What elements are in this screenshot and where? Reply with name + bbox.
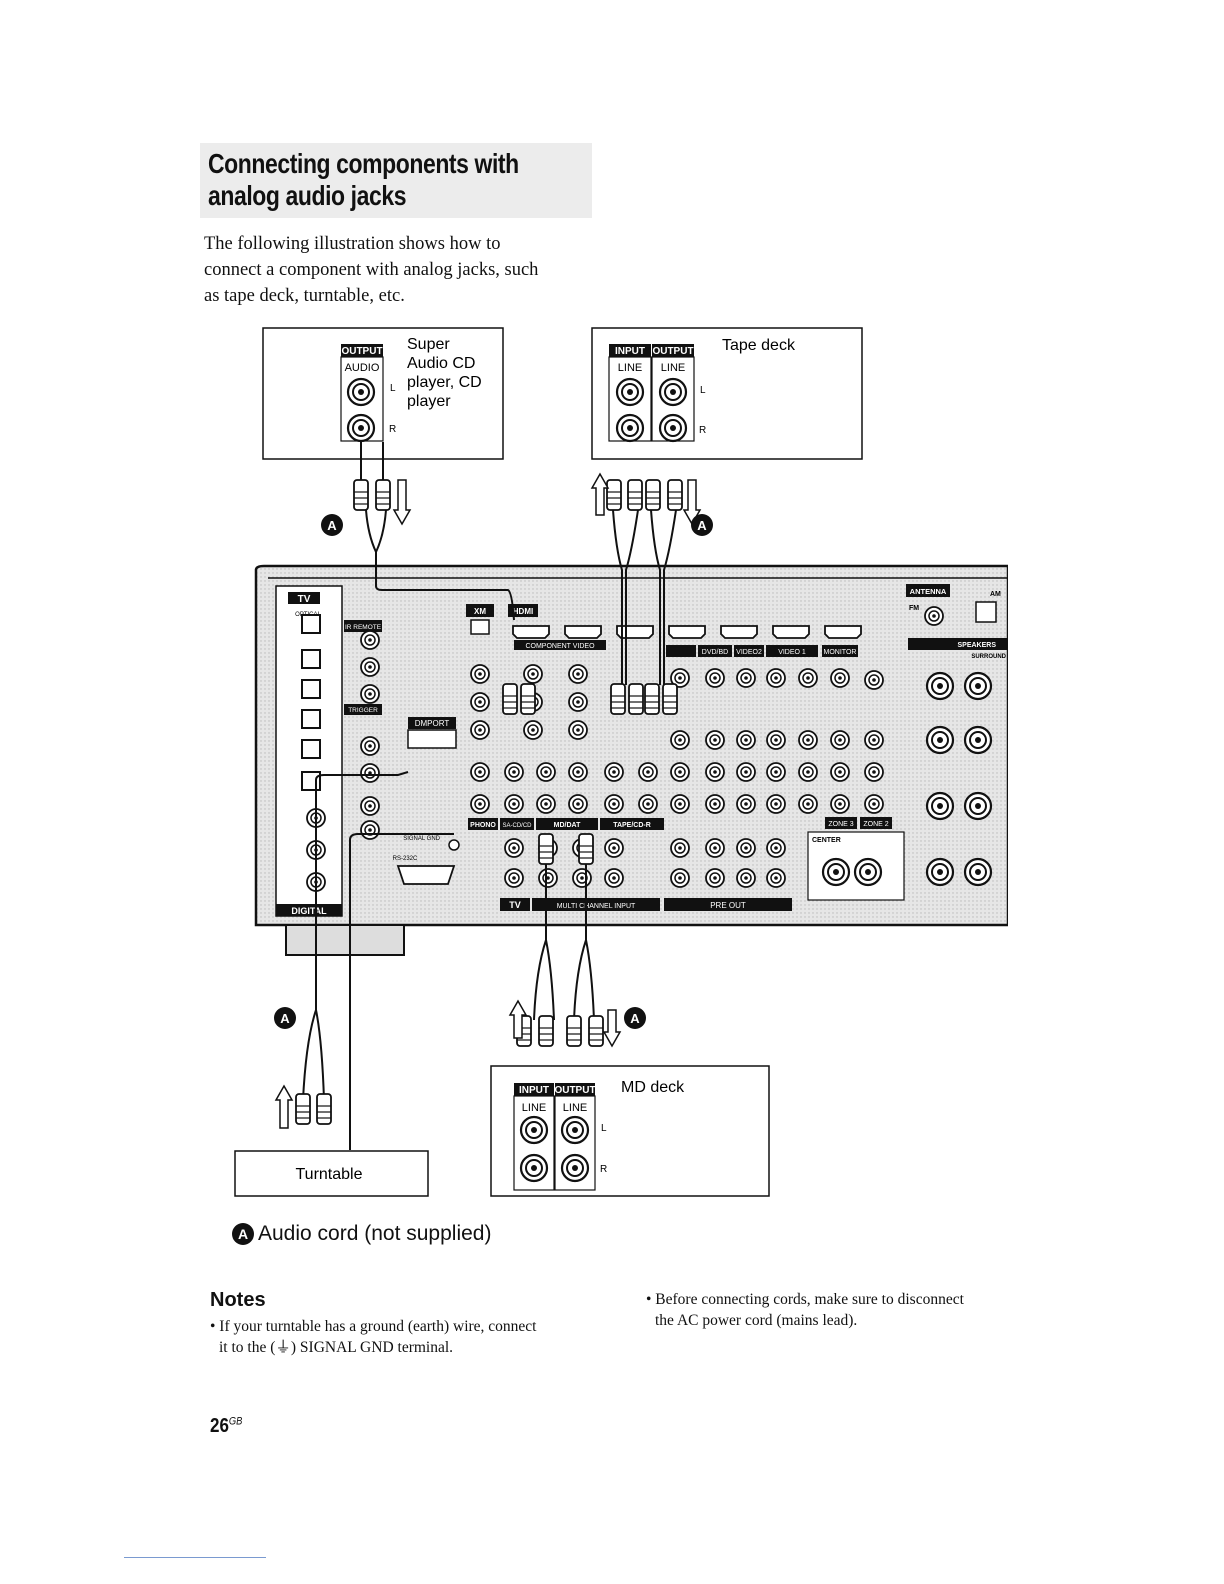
hdmi-label: HDMI [513, 607, 533, 616]
md-r-label: R [600, 1164, 607, 1175]
signal-flow-arrows [274, 472, 702, 1129]
signal-gnd-terminal [448, 839, 460, 851]
legend: A Audio cord (not supplied) [232, 1222, 491, 1246]
cd-label-2: Audio CD [407, 355, 475, 372]
cd-l-label: L [390, 383, 396, 394]
svg-text:A: A [327, 518, 337, 533]
signal-gnd-label: SIGNAL GND [403, 836, 440, 842]
rs232c-label: RS-232C [393, 856, 418, 862]
ir-remote-label: IR REMOTE [345, 624, 382, 631]
md-output-label: OUTPUT [554, 1085, 595, 1096]
center-label: CENTER [812, 837, 841, 844]
cd-output-label: OUTPUT [341, 346, 382, 357]
page-number-suffix: GB [228, 1415, 243, 1428]
cable-markers: A A A A [274, 514, 713, 1029]
cable-marker-md: A [624, 1007, 646, 1029]
trigger-label: TRIGGER [348, 707, 378, 714]
antenna-label: ANTENNA [910, 587, 947, 596]
tape-line-in-label: LINE [618, 362, 642, 374]
cable-marker-cd: A [321, 514, 343, 536]
legend-marker: A [232, 1223, 254, 1245]
note-2: • Before connecting cords, make sure to … [646, 1289, 964, 1331]
svg-text:A: A [280, 1011, 290, 1026]
turntable-label: Turntable [296, 1166, 363, 1183]
dmport-label: DMPORT [415, 719, 450, 728]
fm-label: FM [909, 605, 919, 612]
pre-out-label: PRE OUT [710, 901, 746, 910]
md-deck-label: MD deck [621, 1079, 685, 1096]
md-deck-box: INPUT OUTPUT LINE LINE L R MD deck [490, 1065, 770, 1197]
zone2-label: ZONE 2 [863, 821, 888, 828]
page-number-value: 26 [210, 1415, 229, 1437]
cd-audio-label: AUDIO [345, 362, 380, 374]
tape-r-label: R [699, 425, 706, 436]
video1-label: VIDEO 1 [778, 649, 806, 656]
xm-label: XM [474, 607, 486, 616]
md-l-label: L [601, 1123, 607, 1134]
tv-audio-label: TV [509, 900, 521, 910]
note-1-line-1: • If your turntable has a ground (earth)… [210, 1318, 537, 1335]
svg-text:A: A [630, 1011, 640, 1026]
digital-label: DIGITAL [291, 906, 327, 916]
multi-channel-input-label: MULTI CHANNEL INPUT [557, 903, 636, 910]
video2-label: VIDEO2 [736, 649, 762, 656]
tape-output-label: OUTPUT [652, 346, 693, 357]
note-2-line-1: • Before connecting cords, make sure to … [646, 1291, 964, 1308]
note-1: • If your turntable has a ground (earth)… [210, 1316, 537, 1358]
md-input-label: INPUT [519, 1085, 549, 1096]
heading-background [200, 143, 592, 218]
cd-label-3: player, CD [407, 374, 482, 391]
zone3-label: ZONE 3 [828, 821, 853, 828]
dvd-bd-label: DVD/BD [702, 649, 728, 656]
connection-diagram: TV OPTICAL DIGITAL IR REMOTE [234, 327, 1008, 1197]
cd-label-4: player [407, 393, 451, 410]
note-1-line-2: it to the (⏚) SIGNAL GND terminal. [219, 1339, 454, 1356]
tape-line-out-label: LINE [661, 362, 685, 374]
notes-title: Notes [210, 1289, 266, 1311]
speakers-label: SPEAKERS [957, 642, 996, 649]
cable-marker-tape: A [691, 514, 713, 536]
sa-cd-label: SA-CD/CD [502, 823, 532, 829]
rs232c-port [396, 865, 456, 885]
monitor-label: MONITOR [824, 649, 857, 656]
note-2-line-2: the AC power cord (mains lead). [655, 1312, 858, 1329]
phono-label: PHONO [470, 822, 496, 829]
cd-player-box: OUTPUT AUDIO L R Super Audio CD player, … [262, 327, 504, 460]
footer-rule [124, 1557, 266, 1558]
intro-line-3: as tape deck, turntable, etc. [204, 286, 405, 306]
heading-line-1: Connecting components with [208, 148, 519, 179]
cable-marker-turntable: A [274, 1007, 296, 1029]
turntable-box: Turntable [234, 1150, 429, 1197]
intro-line-1: The following illustration shows how to [204, 234, 501, 254]
intro-line-2: connect a component with analog jacks, s… [204, 260, 539, 280]
tape-input-label: INPUT [615, 346, 645, 357]
heading-line-2: analog audio jacks [208, 180, 407, 211]
am-label: AM [990, 591, 1001, 598]
md-line-out-label: LINE [563, 1102, 587, 1114]
receiver-rear-panel: TV OPTICAL DIGITAL IR REMOTE [254, 564, 1008, 956]
cd-r-label: R [389, 424, 396, 435]
tape-l-label: L [700, 385, 706, 396]
tape-deck-box: INPUT OUTPUT LINE LINE L R Tape deck [591, 327, 863, 460]
surround-label: SURROUND [971, 654, 1006, 660]
page-number: 26GB [210, 1415, 242, 1438]
tape-cd-r-label: TAPE/CD-R [613, 822, 651, 829]
audio-cables [302, 442, 677, 1150]
intro-paragraph: The following illustration shows how to … [204, 231, 604, 309]
tape-deck-label: Tape deck [722, 337, 796, 354]
component-video-label: COMPONENT VIDEO [525, 643, 595, 650]
optical-jacks [301, 614, 321, 791]
svg-text:A: A [697, 518, 707, 533]
tv-label: TV [298, 594, 311, 605]
hdmi-ports [512, 625, 862, 639]
md-dat-label: MD/DAT [554, 822, 581, 829]
cd-label-1: Super [407, 336, 450, 353]
section-heading: Connecting components with analog audio … [208, 148, 519, 212]
legend-text: Audio cord (not supplied) [258, 1222, 492, 1245]
md-line-in-label: LINE [522, 1102, 546, 1114]
